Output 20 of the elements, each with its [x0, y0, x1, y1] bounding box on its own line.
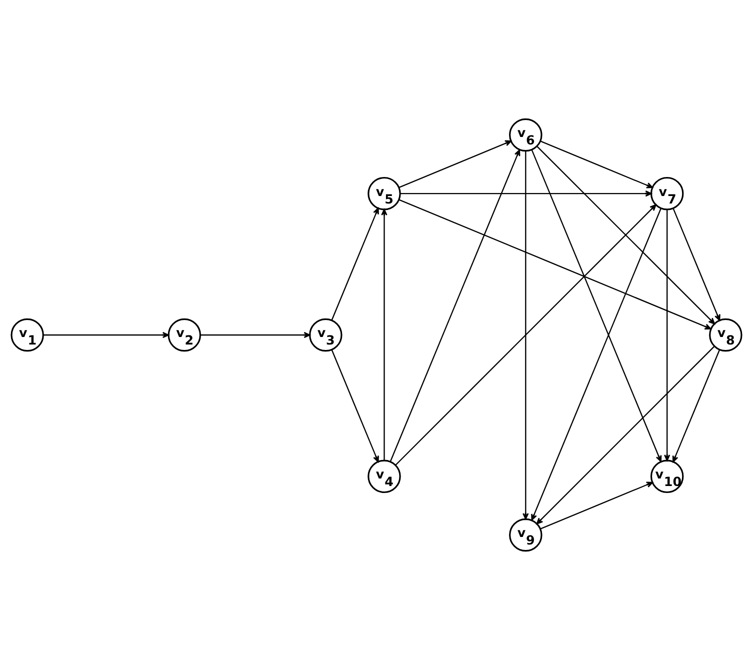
- arrow: [672, 208, 720, 320]
- arrow: [664, 209, 670, 461]
- arrow: [331, 207, 379, 320]
- arrow: [381, 208, 388, 460]
- arrow: [200, 331, 310, 338]
- arrow: [672, 349, 720, 462]
- arrow: [398, 198, 712, 330]
- arrow: [400, 190, 652, 196]
- arrow: [390, 148, 520, 462]
- arrow: [395, 204, 656, 465]
- arrow: [540, 140, 653, 188]
- arrow: [43, 331, 170, 338]
- arrow: [331, 349, 379, 462]
- arrow: [398, 140, 512, 188]
- arrow: [536, 345, 715, 524]
- arrow: [540, 481, 653, 529]
- arrow: [522, 150, 529, 520]
- arrow: [531, 148, 662, 462]
- arrow: [536, 145, 716, 324]
- arrow: [531, 208, 662, 520]
